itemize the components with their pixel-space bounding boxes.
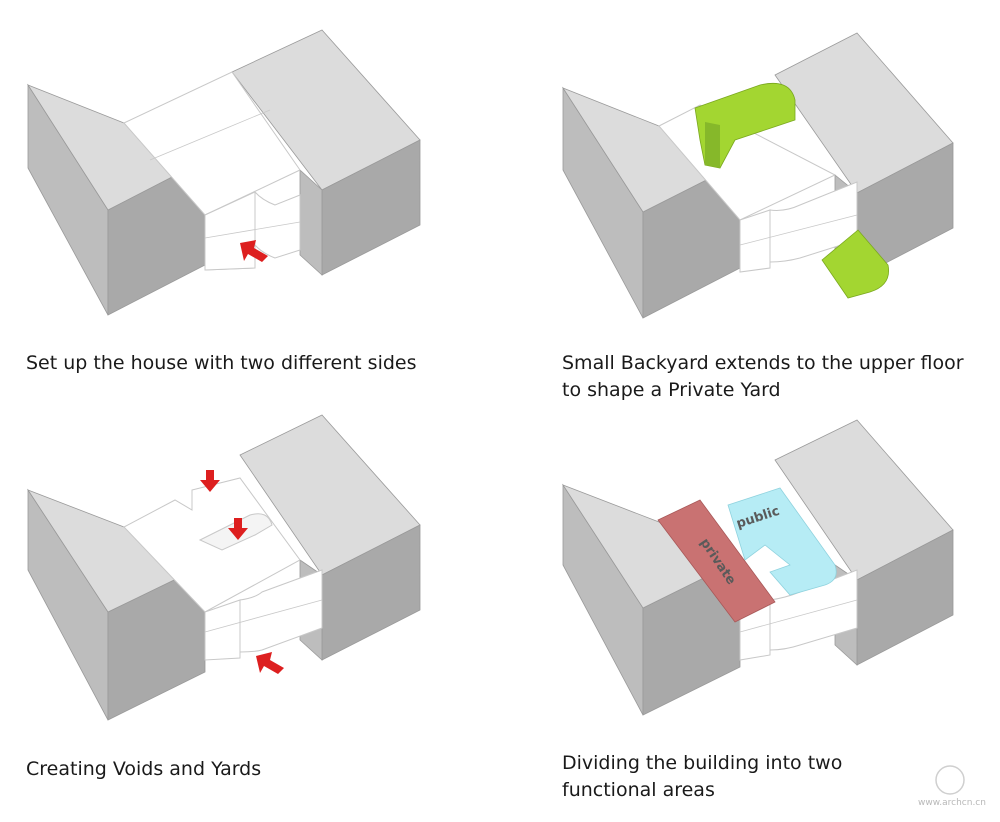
public-zone: public <box>727 487 837 596</box>
panel-2-diagram <box>561 32 954 319</box>
void-arrows <box>200 470 284 674</box>
watermark-text: www.archcn.cn <box>918 798 986 808</box>
neighbor-block-left <box>26 83 206 316</box>
caption-panel-2: Small Backyard extends to the upper floo… <box>562 352 964 401</box>
caption-panel-1: Set up the house with two different side… <box>26 352 417 374</box>
private-zone: private <box>657 499 776 623</box>
caption-panel-4: Dividing the building into two functiona… <box>562 752 843 801</box>
neighbor-block-left <box>26 488 206 721</box>
panel-4-diagram: public private <box>561 419 954 716</box>
neighbor-block-left <box>561 483 741 716</box>
panel-1-diagram <box>26 29 421 316</box>
neighbor-block-right <box>231 29 421 276</box>
watermark: www.archcn.cn <box>918 765 986 808</box>
house-volume <box>123 477 323 661</box>
private-yard-green <box>694 82 889 299</box>
neighbor-block-left <box>561 86 741 319</box>
caption-panel-3: Creating Voids and Yards <box>26 758 262 780</box>
entry-arrow <box>240 240 268 262</box>
panel-3-diagram <box>26 414 421 721</box>
watermark-logo-icon <box>935 765 965 795</box>
